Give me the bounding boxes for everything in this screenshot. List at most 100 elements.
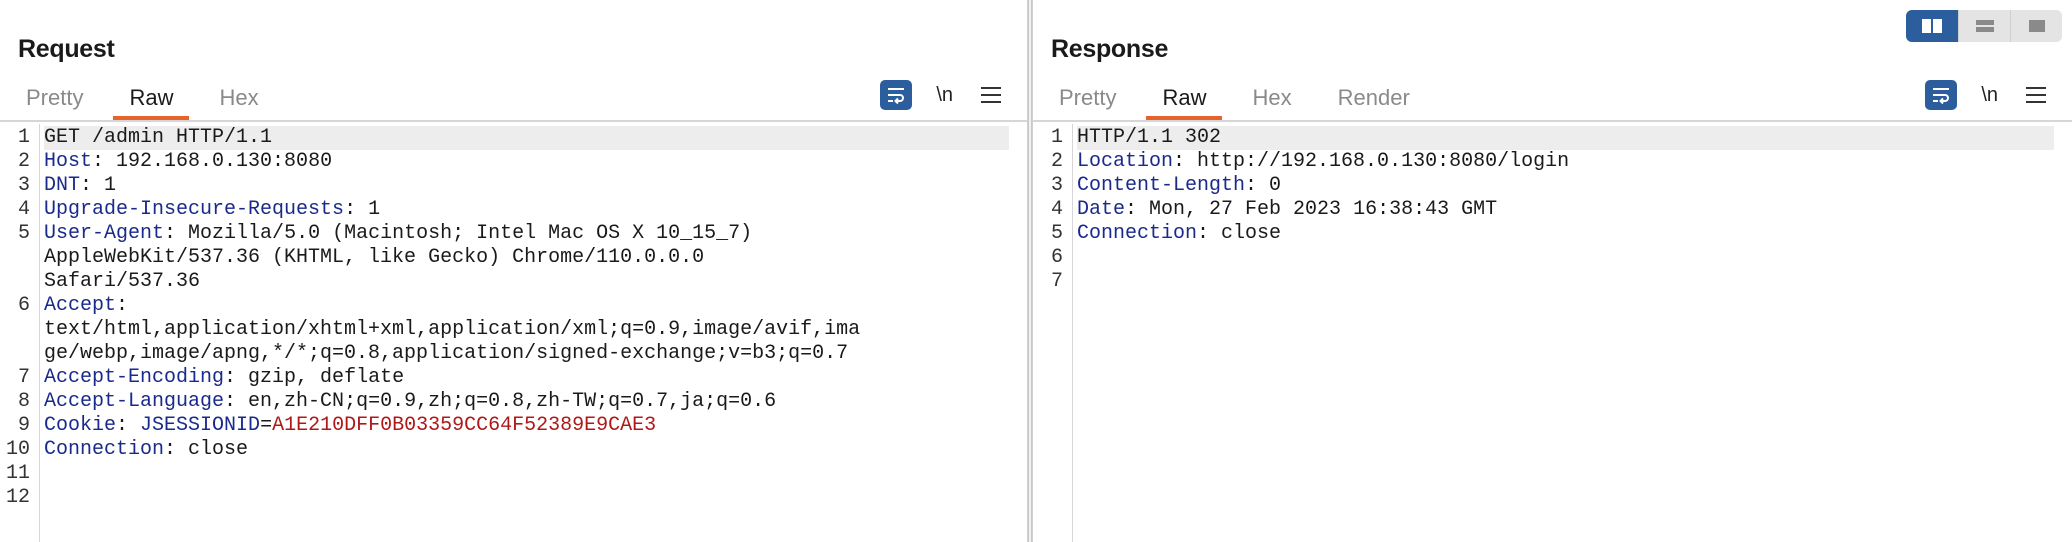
line-text: ge/webp,image/apng,*/*;q=0.8,application… [44, 342, 849, 365]
pane-splitter[interactable] [1028, 0, 1032, 542]
header-name: DNT [44, 174, 81, 197]
code-line: text/html,application/xhtml+xml,applicat… [44, 318, 1009, 342]
top-bottom-layout-icon[interactable] [1958, 10, 2010, 42]
response-title: Response [1051, 35, 1169, 63]
line-number-gutter [1033, 124, 1073, 542]
code-line: 4 Date: Mon, 27 Feb 2023 16:38:43 GMT [1051, 198, 2054, 222]
response-tab-hex[interactable]: Hex [1252, 85, 1292, 110]
header-name: Connection [1077, 222, 1198, 245]
header-separator: : [92, 150, 117, 173]
header-separator: : [116, 294, 129, 317]
header-separator: : [224, 390, 249, 413]
header-name: Date [1077, 198, 1126, 221]
line-number: 6 [1050, 246, 1063, 269]
header-separator: : [1197, 222, 1222, 245]
header-separator: : [1173, 150, 1198, 173]
cookie-equals: = [260, 414, 273, 437]
line-text: Mozilla/5.0 (Macintosh; Intel Mac OS X 1… [188, 222, 753, 245]
request-tab-raw[interactable]: Raw [113, 78, 190, 120]
line-text: HTTP/1.1 302 [1077, 126, 1222, 149]
request-tab-hex[interactable]: Hex [219, 85, 259, 110]
line-text: 1 [104, 174, 117, 197]
line-number: 2 [17, 150, 30, 173]
line-number: 4 [1050, 198, 1063, 221]
single-pane-layout-icon[interactable] [2010, 10, 2062, 42]
header-name: Host [44, 150, 93, 173]
wrap-lines-icon[interactable] [1925, 80, 1958, 110]
line-number: 3 [1050, 174, 1063, 197]
header-name: Accept-Encoding [44, 366, 225, 389]
header-name: Content-Length [1077, 174, 1246, 197]
response-toolbar: \n [1925, 78, 2046, 112]
code-line: ge/webp,image/apng,*/*;q=0.8,application… [44, 342, 1009, 366]
side-by-side-layout-icon[interactable] [1906, 10, 1958, 42]
line-text: Safari/537.36 [44, 270, 201, 293]
line-text: close [188, 438, 249, 461]
line-text: Mon, 27 Feb 2023 16:38:43 GMT [1149, 198, 1498, 221]
header-separator: : [224, 366, 249, 389]
code-line: 7 [1051, 270, 2054, 294]
request-pane: Request Pretty Raw Hex \n 1 GET /admin HT… [0, 0, 1028, 542]
line-number: 9 [17, 414, 30, 437]
line-text: GET /admin HTTP/1.1 [44, 126, 273, 149]
response-tab-raw[interactable]: Raw [1146, 78, 1223, 120]
header-separator: : [116, 414, 141, 437]
line-number: 7 [1050, 270, 1063, 293]
newline-icon[interactable]: \n [1981, 83, 1998, 106]
header-separator: : [344, 198, 369, 221]
line-text: 0 [1269, 174, 1282, 197]
line-number: 12 [5, 486, 30, 509]
line-number: 11 [5, 462, 30, 485]
line-number: 8 [17, 390, 30, 413]
cookie-value: A1E210DFF0B03359CC64F52389E9CAE3 [272, 414, 657, 437]
line-text: http://192.168.0.130:8080/login [1197, 150, 1570, 173]
code-line: AppleWebKit/537.36 (KHTML, like Gecko) C… [44, 246, 1009, 270]
response-tab-render[interactable]: Render [1337, 85, 1410, 110]
line-number: 4 [17, 198, 30, 221]
newline-icon[interactable]: \n [936, 83, 953, 106]
header-name: Accept-Language [44, 390, 225, 413]
code-line: 5 Connection: close [1051, 222, 2054, 246]
header-name: Location [1077, 150, 1174, 173]
request-tab-pretty[interactable]: Pretty [26, 85, 84, 110]
request-title: Request [18, 35, 115, 63]
line-number-gutter [0, 124, 40, 542]
wrap-lines-icon[interactable] [880, 80, 913, 110]
header-name: Accept [44, 294, 117, 317]
menu-icon[interactable] [981, 87, 1001, 103]
line-number: 3 [17, 174, 30, 197]
divider [1033, 120, 2072, 122]
header-separator: : [80, 174, 105, 197]
divider [0, 120, 1027, 122]
menu-icon[interactable] [2026, 87, 2046, 103]
code-line: 3 Content-Length: 0 [1051, 174, 2054, 198]
line-text: close [1221, 222, 1282, 245]
response-tab-pretty[interactable]: Pretty [1059, 85, 1117, 110]
header-name: Cookie [44, 414, 117, 437]
header-separator: : [1125, 198, 1150, 221]
line-text: en,zh-CN;q=0.9,zh;q=0.8,zh-TW;q=0.7,ja;q… [248, 390, 777, 413]
code-line: 3 DNT: 1 [18, 174, 1009, 198]
code-line: 6 [1051, 246, 2054, 270]
code-line: Safari/537.36 [44, 270, 1009, 294]
line-text: gzip, deflate [248, 366, 405, 389]
line-number: 7 [17, 366, 30, 389]
line-number: 5 [1050, 222, 1063, 245]
header-separator: : [1245, 174, 1270, 197]
line-number: 1 [17, 126, 30, 149]
request-toolbar: \n [880, 78, 1001, 112]
code-line: 11 [6, 462, 1009, 486]
